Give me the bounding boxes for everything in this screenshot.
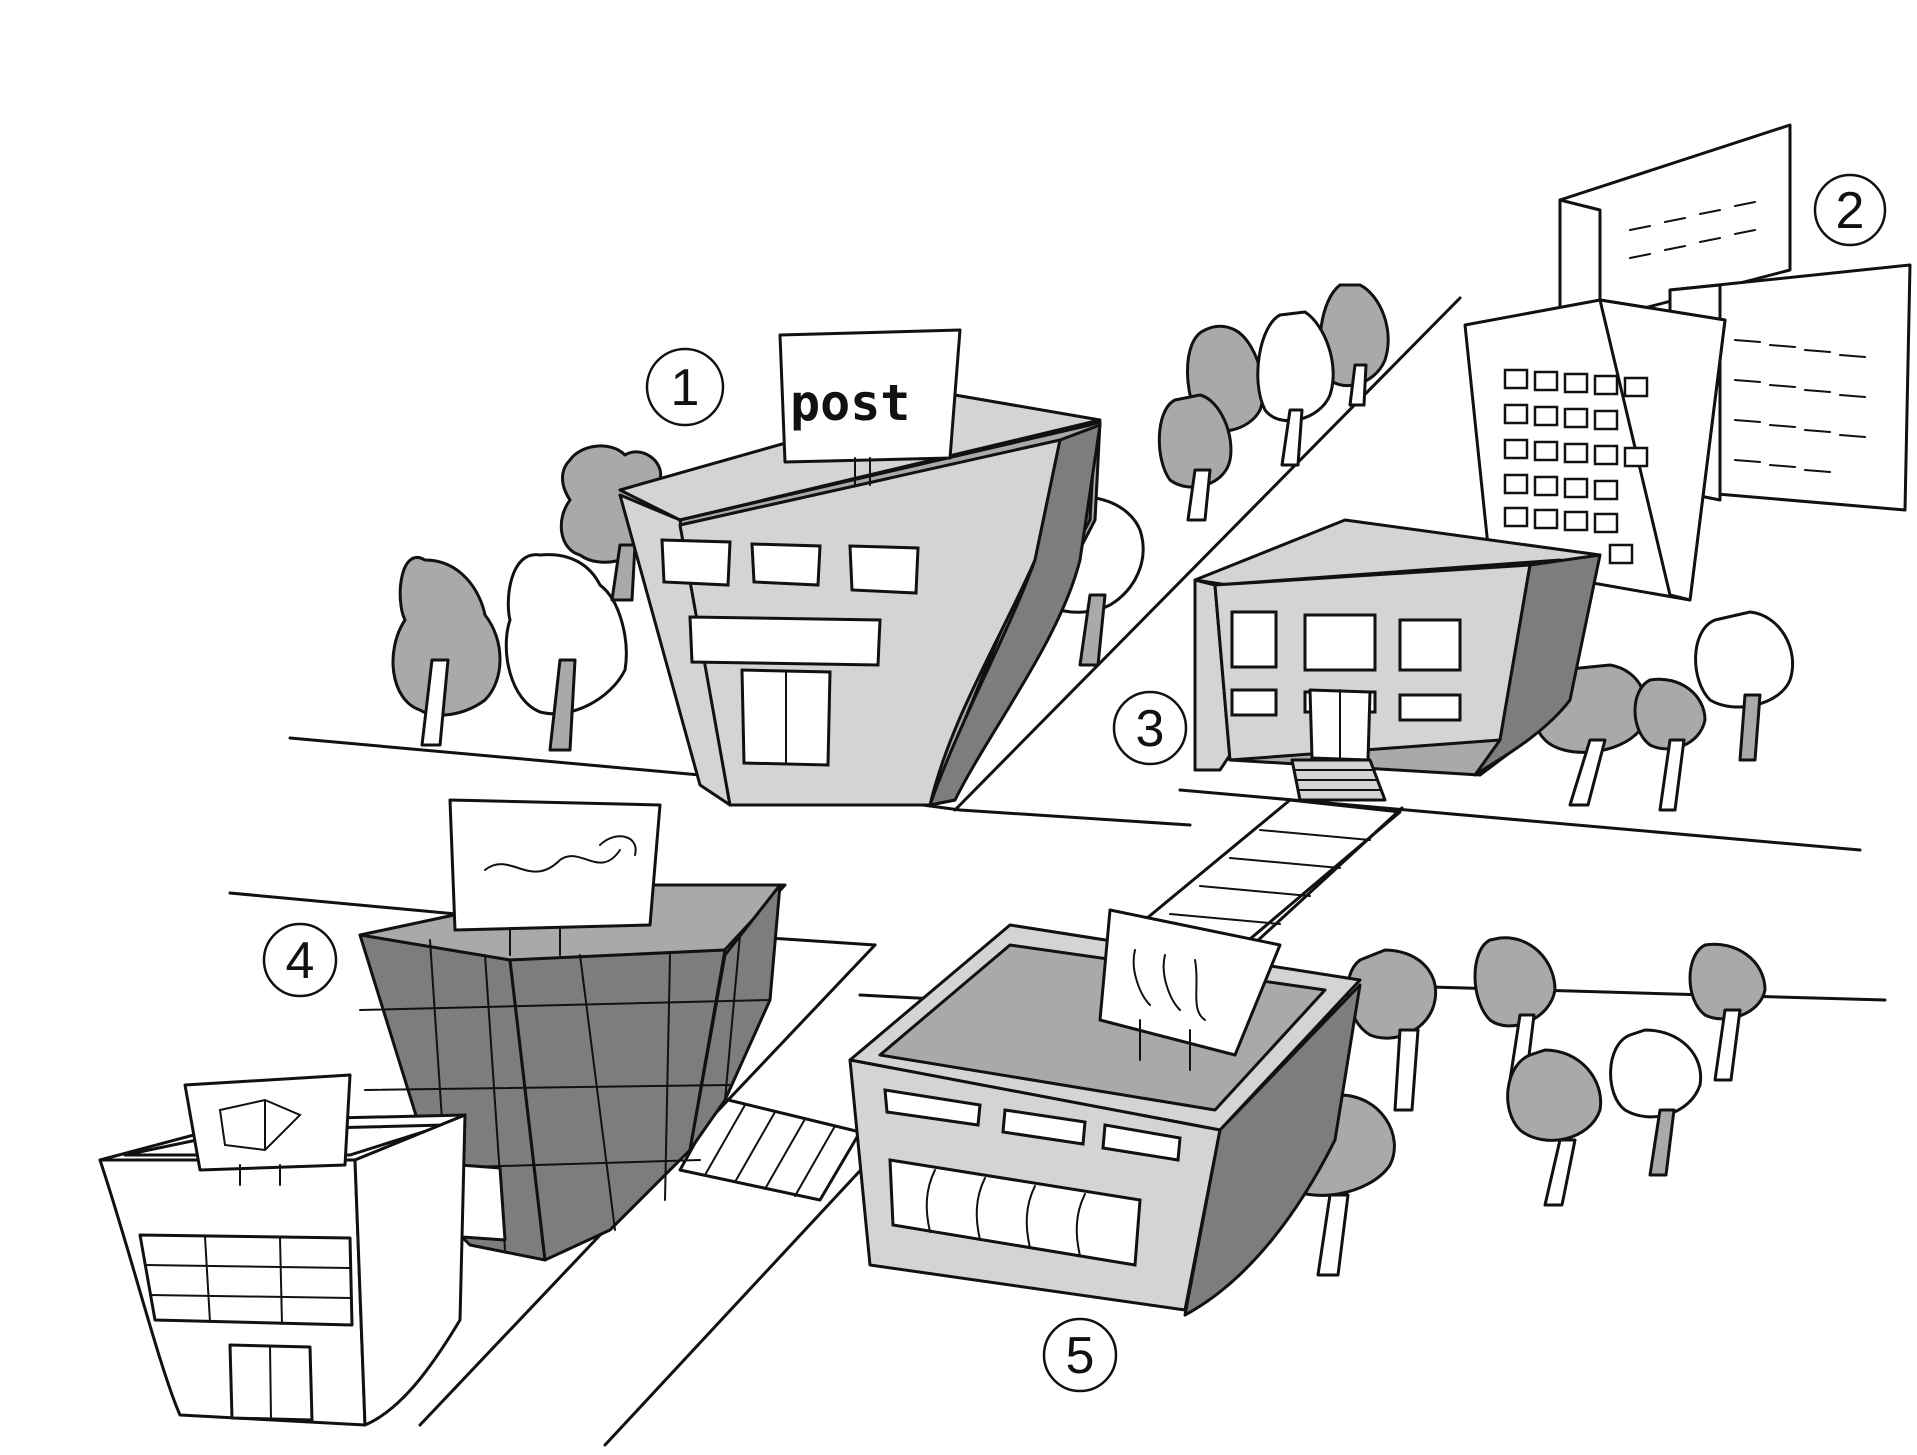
tree-group-northeast bbox=[1157, 283, 1390, 522]
bakery-building bbox=[848, 908, 1362, 1317]
marker-1-label: 1 bbox=[671, 359, 700, 417]
marker-2: 2 bbox=[1813, 173, 1887, 247]
marker-2-label: 2 bbox=[1836, 182, 1865, 240]
gym-building bbox=[358, 798, 787, 1262]
marker-5: 5 bbox=[1042, 1317, 1118, 1393]
marker-5-label: 5 bbox=[1066, 1327, 1095, 1385]
marker-4: 4 bbox=[262, 922, 338, 998]
marker-4-label: 4 bbox=[286, 932, 315, 990]
post-sign-text: post bbox=[790, 374, 910, 432]
marker-3-label: 3 bbox=[1136, 700, 1165, 758]
post-office-building: post bbox=[618, 328, 1102, 807]
marker-3: 3 bbox=[1112, 690, 1188, 766]
apartment-buildings bbox=[1463, 123, 1912, 602]
marker-1: 1 bbox=[645, 347, 725, 427]
bookstore-building bbox=[98, 1073, 467, 1427]
school-building bbox=[1193, 518, 1602, 802]
